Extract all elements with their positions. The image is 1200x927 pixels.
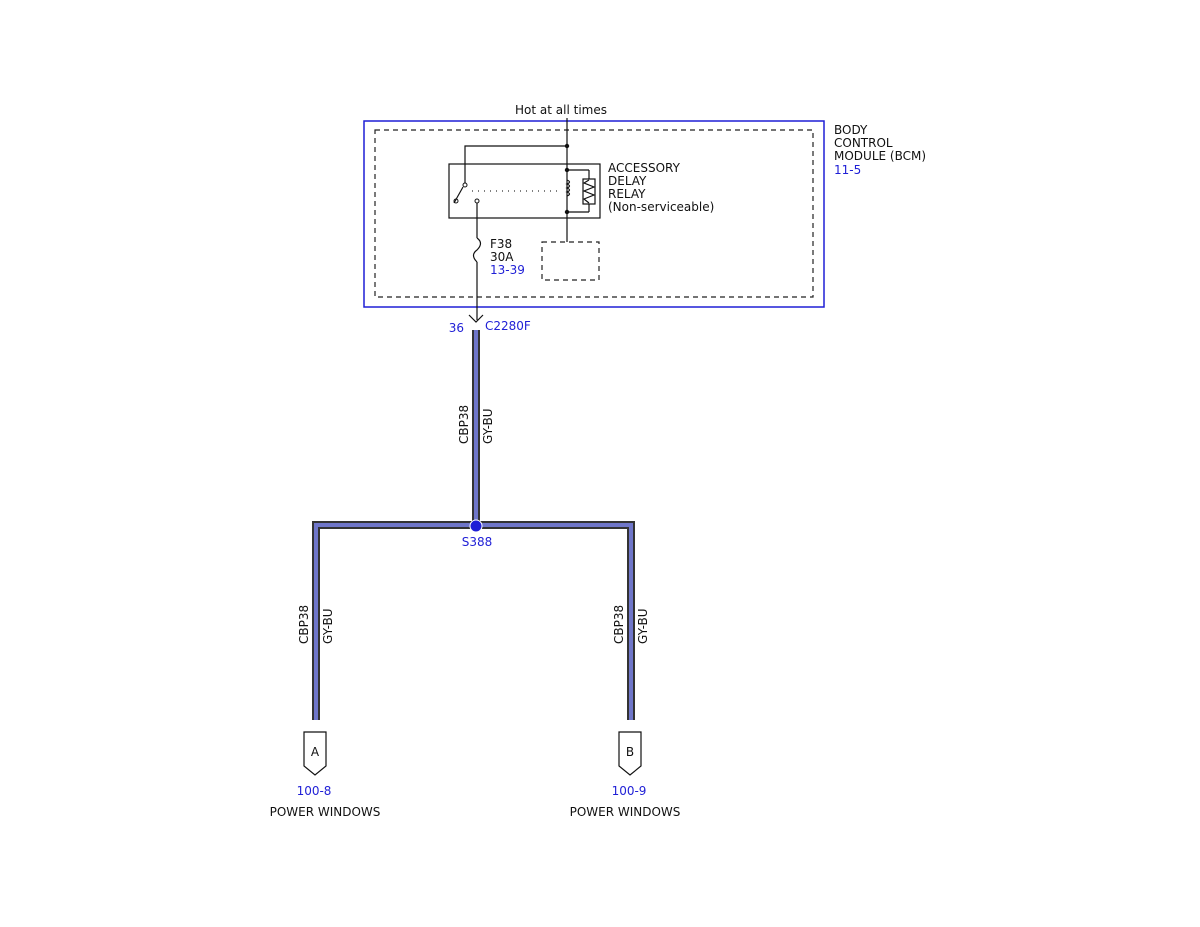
destination-b-name: POWER WINDOWS: [570, 805, 681, 819]
connector-pin: 36: [449, 321, 464, 335]
supply-to-switch-line: [464, 145, 567, 183]
bcm-name-line-3: MODULE (BCM): [834, 149, 926, 163]
relay-label-line-4: (Non-serviceable): [608, 200, 714, 214]
control-logic-block: [541, 241, 600, 281]
relay-box: [448, 163, 601, 219]
relay-coil: [564, 167, 596, 215]
relay-label-line-3: RELAY: [608, 187, 646, 201]
bcm-ref-link[interactable]: 11-5: [834, 163, 861, 177]
right-wire-color: GY-BU: [636, 608, 650, 644]
bcm-internal-area: [374, 129, 814, 298]
right-wire-circuit: CBP38: [612, 605, 626, 644]
left-wire-color: GY-BU: [321, 608, 335, 644]
splice-id: S388: [462, 535, 493, 549]
destination-a-letter: A: [311, 745, 320, 759]
fuse-rating: 30A: [490, 250, 514, 264]
relay-label-line-1: ACCESSORY: [608, 161, 681, 175]
supply-label: Hot at all times: [515, 103, 607, 117]
fuse-id: F38: [490, 237, 512, 251]
destination-b-letter: B: [626, 745, 634, 759]
bcm-module-box: [363, 120, 825, 308]
bcm-name-line-1: BODY: [834, 123, 868, 137]
destination-a-connector[interactable]: [303, 731, 327, 776]
bcm-name-line-2: CONTROL: [834, 136, 893, 150]
relay-label-line-2: DELAY: [608, 174, 647, 188]
splice-s388-dot: [469, 519, 483, 533]
left-wire-circuit: CBP38: [297, 605, 311, 644]
destination-b-connector[interactable]: [618, 731, 642, 776]
connector-c2280f-symbol: [468, 314, 484, 323]
fuse-ref-link[interactable]: 13-39: [490, 263, 525, 277]
connector-id: C2280F: [485, 319, 531, 333]
main-wire-color: GY-BU: [481, 408, 495, 444]
destination-b-ref-link[interactable]: 100-9: [612, 784, 647, 798]
destination-a-ref-link[interactable]: 100-8: [297, 784, 332, 798]
destination-a-name: POWER WINDOWS: [270, 805, 381, 819]
main-wire-circuit: CBP38: [457, 405, 471, 444]
relay-switch: [453, 182, 560, 204]
fuse-f38-symbol: [472, 237, 482, 263]
